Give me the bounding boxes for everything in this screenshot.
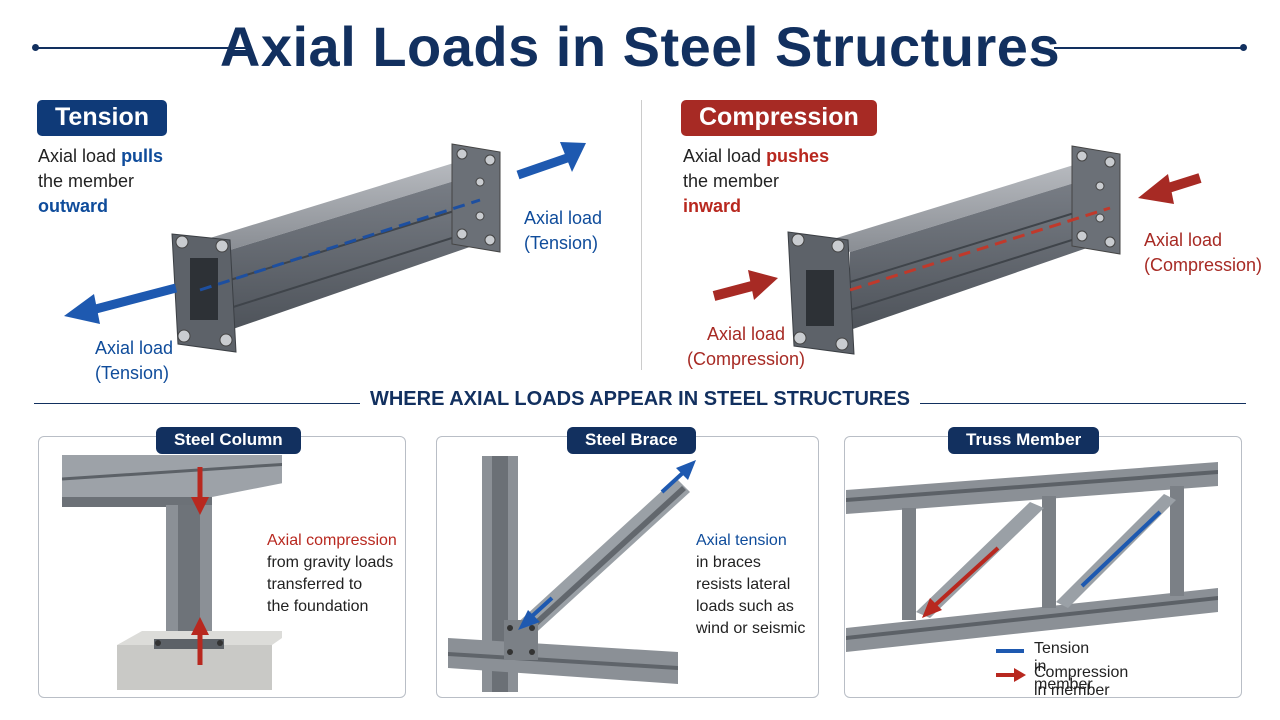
- column-arrow-up: [191, 617, 209, 635]
- tension-right-plate: [451, 143, 501, 253]
- compression-label-left: Axial load (Compression): [687, 322, 805, 372]
- compression-description: Axial load pushes the member inward: [683, 144, 863, 219]
- legend-tension-label: Tension in member: [1034, 640, 1093, 693]
- tension-label-right: Axial load (Tension): [524, 206, 602, 256]
- steel-column-badge: Steel Column: [156, 427, 301, 454]
- tension-beam-side-face: [230, 170, 490, 330]
- brace-text-line4: loads such as: [696, 598, 794, 615]
- truss-member-badge: Truss Member: [948, 427, 1100, 454]
- column-text-highlight: Axial compression: [267, 532, 397, 549]
- column-text-line4: the foundation: [267, 598, 369, 615]
- compression-beam-top-face: [830, 160, 1110, 252]
- steel-column-illustration: [62, 455, 282, 690]
- title-dot-right: [1240, 44, 1247, 51]
- compression-arrow-right: [1138, 174, 1174, 204]
- section-title: WHERE AXIAL LOADS APPEAR IN STEEL STRUCT…: [0, 388, 1280, 411]
- tension-beam-illustration: [64, 142, 586, 353]
- steel-column-text: Axial compression from gravity loads tra…: [267, 530, 397, 618]
- compression-axis-line: [849, 206, 1111, 292]
- brace-text-line2: in braces: [696, 554, 761, 571]
- tension-axis-line: [199, 198, 481, 292]
- brace-text-highlight: Axial tension: [696, 532, 787, 549]
- brace-arrow-up: [676, 460, 696, 480]
- column-text-line3: transferred to: [267, 576, 363, 593]
- legend-tension-swatch: [996, 649, 1024, 653]
- section-divider: [641, 100, 642, 370]
- tension-description: Axial load pulls the member outward: [38, 144, 218, 219]
- compression-arrow-left: [748, 270, 778, 300]
- tension-desc-outward: outward: [38, 196, 108, 216]
- tension-beam-top-face: [210, 158, 490, 250]
- title-rule-right: [1054, 47, 1244, 49]
- compression-label-left-2: (Compression): [687, 349, 806, 369]
- legend-compression-label: Compression in member: [1034, 664, 1129, 699]
- tension-arrow-left: [64, 294, 100, 324]
- tension-badge: Tension: [37, 100, 167, 136]
- tension-label-left-1: Axial load: [95, 338, 174, 358]
- steel-brace-badge: Steel Brace: [567, 427, 696, 454]
- compression-badge: Compression: [681, 100, 877, 136]
- legend-compression-arrow-icon: [996, 668, 1026, 682]
- tension-desc-line2: the member: [38, 171, 135, 191]
- column-arrow-down: [191, 497, 209, 515]
- compression-desc-line2: the member: [683, 171, 780, 191]
- compression-right-plate: [1071, 145, 1121, 255]
- compression-desc-prefix: Axial load: [683, 146, 767, 166]
- compression-beam-illustration: [712, 145, 1202, 355]
- page-title: Axial Loads in Steel Structures: [219, 15, 1061, 78]
- tension-label-left: Axial load (Tension): [95, 336, 173, 386]
- compression-label-left-1: Axial load: [706, 324, 786, 344]
- column-text-line2: from gravity loads: [267, 554, 394, 571]
- tension-label-right-1: Axial load: [524, 208, 603, 228]
- compression-label-right-2: (Compression): [1144, 255, 1263, 275]
- tension-desc-prefix: Axial load: [38, 146, 122, 166]
- tension-arrow-right: [560, 142, 586, 172]
- compression-label-right: Axial load (Compression): [1144, 228, 1262, 278]
- column-footing: [117, 645, 272, 690]
- tension-label-right-2: (Tension): [524, 233, 599, 253]
- truss-arrow-compression: [922, 598, 942, 618]
- section-title-text: WHERE AXIAL LOADS APPEAR IN STEEL STRUCT…: [359, 388, 921, 410]
- steel-brace-illustration: [448, 456, 696, 692]
- title-dot-left: [32, 44, 39, 51]
- compression-desc-pushes: pushes: [766, 146, 830, 166]
- column-floor-slab: [62, 455, 282, 497]
- compression-desc-inward: inward: [683, 196, 742, 216]
- compression-label-right-1: Axial load: [1144, 230, 1223, 250]
- brace-text-line3: resists lateral: [696, 576, 791, 593]
- section-rule-right: [888, 403, 1246, 404]
- truss-diagonal-1: [916, 502, 1044, 618]
- brace-text-line5: wind or seismic: [696, 620, 806, 637]
- title-rule-left: [36, 47, 248, 49]
- steel-brace-text: Axial tension in braces resists lateral …: [696, 530, 805, 640]
- section-rule-left: [34, 403, 384, 404]
- tension-desc-pulls: pulls: [121, 146, 164, 166]
- truss-line-tension: [1080, 510, 1162, 588]
- truss-illustration: [846, 462, 1218, 652]
- brace-arrow-down: [518, 610, 540, 630]
- tension-label-left-2: (Tension): [95, 363, 170, 383]
